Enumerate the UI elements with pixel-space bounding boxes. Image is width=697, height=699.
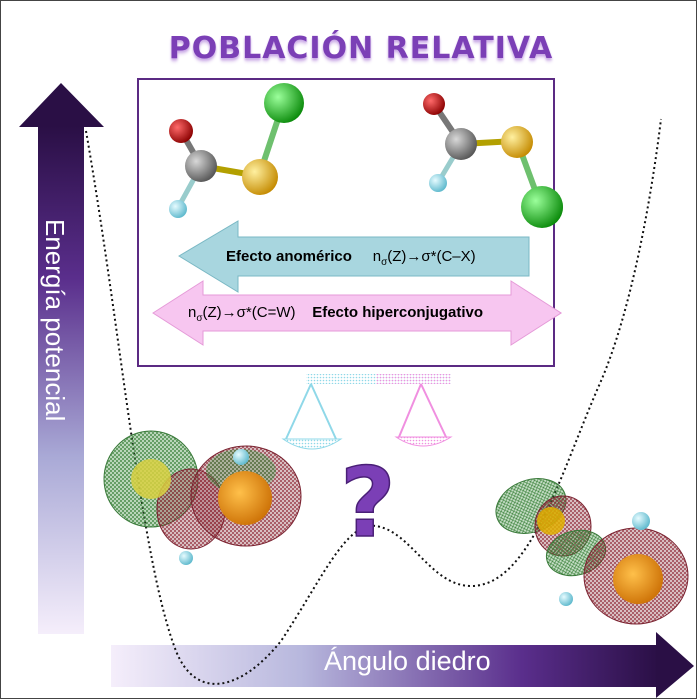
page-title: POBLACIÓN RELATIVA [168,31,554,66]
y-axis-arrow [19,83,104,634]
hyperconjugative-effect-label: Efecto hiperconjugativo [312,304,484,321]
anomeric-effect-label: Efecto anomérico [226,248,352,265]
x-axis-arrow [111,632,694,698]
hyperconjugative-formula: nσ(Z)→σ*(C=W) [188,304,296,324]
anomeric-formula: nσ(Z)→σ*(C–X) [372,248,476,268]
molecule-right-overlay [423,93,563,228]
molecule-left-overlay [169,83,304,218]
orbital-right [495,478,689,625]
hyperconjugative-effect-text: nσ(Z)→σ*(C=W) Efecto hiperconjugativo [188,304,483,324]
x-axis-label: Ángulo diedro [324,646,491,676]
anomeric-effect-text: Efecto anomérico nσ(Z)→σ*(C–X) [226,248,476,268]
balance-scale-icon [281,374,453,450]
potential-energy-curve [85,118,662,685]
orbital-left [103,430,302,565]
y-axis-label: Energía potencial [40,219,70,422]
question-mark: ? [340,447,396,559]
